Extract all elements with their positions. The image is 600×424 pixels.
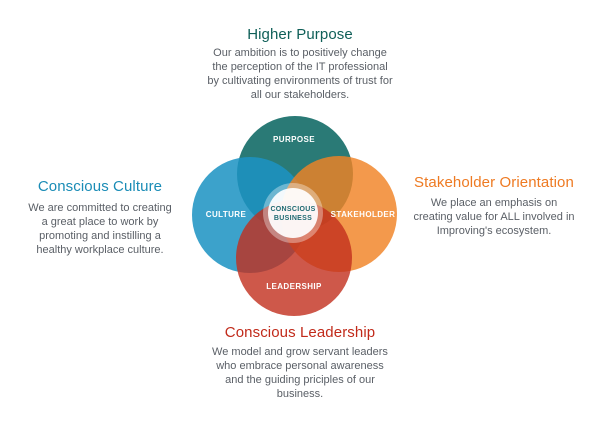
purpose-label: PURPOSE — [273, 135, 315, 144]
higher-purpose-title: Higher Purpose — [247, 26, 353, 43]
conscious-culture-description: We are committed to creating a great pla… — [28, 202, 172, 256]
culture-label: CULTURE — [206, 210, 247, 219]
center-label-line1: CONSCIOUS — [270, 206, 315, 213]
conscious-leadership-title: Conscious Leadership — [224, 324, 376, 341]
center-circle — [268, 188, 318, 238]
higher-purpose-block: Higher Purpose Our ambition is to positi… — [180, 26, 420, 102]
conscious-leadership-block: Conscious Leadership We model and grow s… — [184, 324, 416, 401]
conscious-leadership-description: We model and grow servant leaders who em… — [212, 346, 388, 400]
leadership-circle — [236, 200, 352, 316]
stakeholder-orientation-block: Stakeholder Orientation We place an emph… — [400, 174, 588, 238]
stakeholder-label: STAKEHOLDER — [331, 210, 396, 219]
conscious-culture-block: Conscious Culture We are committed to cr… — [14, 178, 186, 257]
center-label-line2: BUSINESS — [274, 215, 312, 222]
stakeholder-orientation-title: Stakeholder Orientation — [414, 174, 574, 191]
higher-purpose-description: Our ambition is to positively change the… — [207, 47, 393, 101]
conscious-culture-title: Conscious Culture — [37, 178, 163, 195]
stakeholder-orientation-description: We place an emphasis on creating value f… — [413, 197, 575, 237]
leadership-label: LEADERSHIP — [266, 282, 322, 291]
